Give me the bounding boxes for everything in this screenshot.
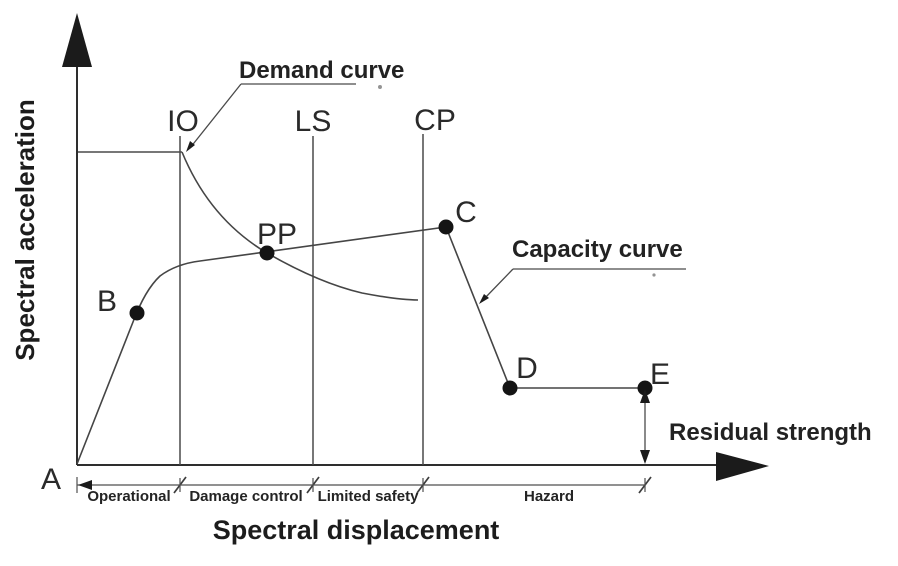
residual-strength-annotation: Residual strength bbox=[640, 389, 872, 464]
residual-arrow-down-icon bbox=[640, 450, 650, 464]
demand-curve-path bbox=[181, 151, 419, 301]
demand-leader-arrow-icon bbox=[186, 141, 195, 152]
capacity-leader-line bbox=[483, 268, 514, 300]
point-e-label: E bbox=[650, 358, 670, 391]
residual-strength-label: Residual strength bbox=[669, 419, 872, 446]
y-axis: Spectral acceleration bbox=[10, 13, 92, 465]
point-d-dot bbox=[502, 380, 518, 396]
point-d-label: D bbox=[516, 352, 538, 385]
capacity-leader-arrow-icon bbox=[479, 294, 489, 304]
demand-curve-group: Demand curve bbox=[78, 57, 419, 301]
dimension-left-arrow-icon bbox=[78, 480, 92, 490]
capacity-curve-group: Capacity curve bbox=[76, 226, 686, 465]
point-b-label: B bbox=[97, 285, 117, 318]
damage-range-dimension: Operational Damage control Limited safet… bbox=[76, 476, 652, 505]
scan-artifact-dot bbox=[378, 85, 382, 89]
point-c-dot bbox=[438, 219, 454, 235]
range-hazard-label: Hazard bbox=[524, 488, 574, 505]
cp-label: CP bbox=[414, 104, 456, 137]
point-pp-dot bbox=[259, 245, 275, 261]
range-damage-control-label: Damage control bbox=[189, 488, 302, 505]
point-pp-label: PP bbox=[257, 218, 297, 251]
demand-curve-label: Demand curve bbox=[239, 57, 404, 84]
origin-point-label: A bbox=[41, 463, 61, 496]
y-axis-arrow-icon bbox=[62, 13, 92, 67]
demand-leader-line bbox=[189, 83, 242, 149]
io-label: IO bbox=[167, 105, 199, 138]
performance-level-lines: IO LS CP bbox=[167, 104, 456, 465]
y-axis-label: Spectral acceleration bbox=[10, 99, 40, 361]
x-axis-arrow-icon bbox=[716, 452, 769, 481]
ls-label: LS bbox=[295, 105, 332, 138]
capacity-curve-label: Capacity curve bbox=[512, 236, 683, 263]
x-axis: Spectral displacement A bbox=[41, 452, 769, 545]
point-e-dot bbox=[637, 380, 653, 396]
range-operational-label: Operational bbox=[87, 488, 170, 505]
x-axis-label: Spectral displacement bbox=[213, 515, 500, 545]
residual-arrow-up-icon bbox=[640, 389, 650, 403]
point-c-label: C bbox=[455, 196, 477, 229]
curve-points: B PP C D E bbox=[97, 196, 670, 396]
scan-artifact-dot bbox=[652, 273, 656, 277]
point-b-dot bbox=[129, 305, 145, 321]
range-limited-safety-label: Limited safety bbox=[318, 488, 420, 505]
